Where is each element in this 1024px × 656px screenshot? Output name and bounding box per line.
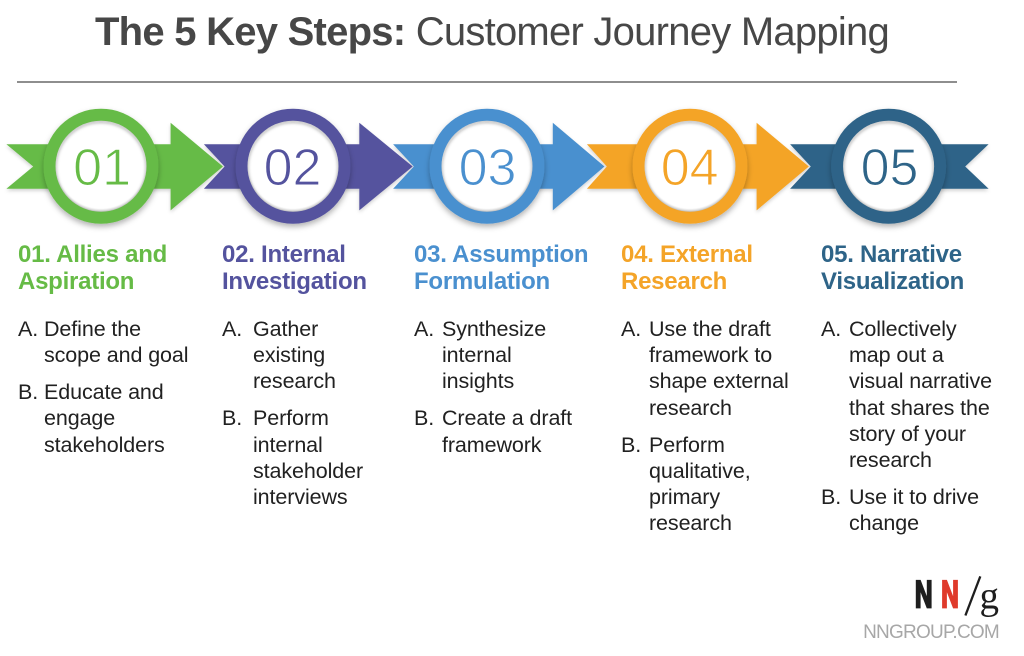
svg-text:g: g (980, 575, 1000, 617)
svg-text:01: 01 (73, 139, 131, 197)
svg-text:03: 03 (459, 139, 517, 197)
svg-text:04: 04 (661, 139, 719, 197)
svg-text:05: 05 (861, 139, 919, 197)
svg-text:02: 02 (264, 139, 322, 197)
